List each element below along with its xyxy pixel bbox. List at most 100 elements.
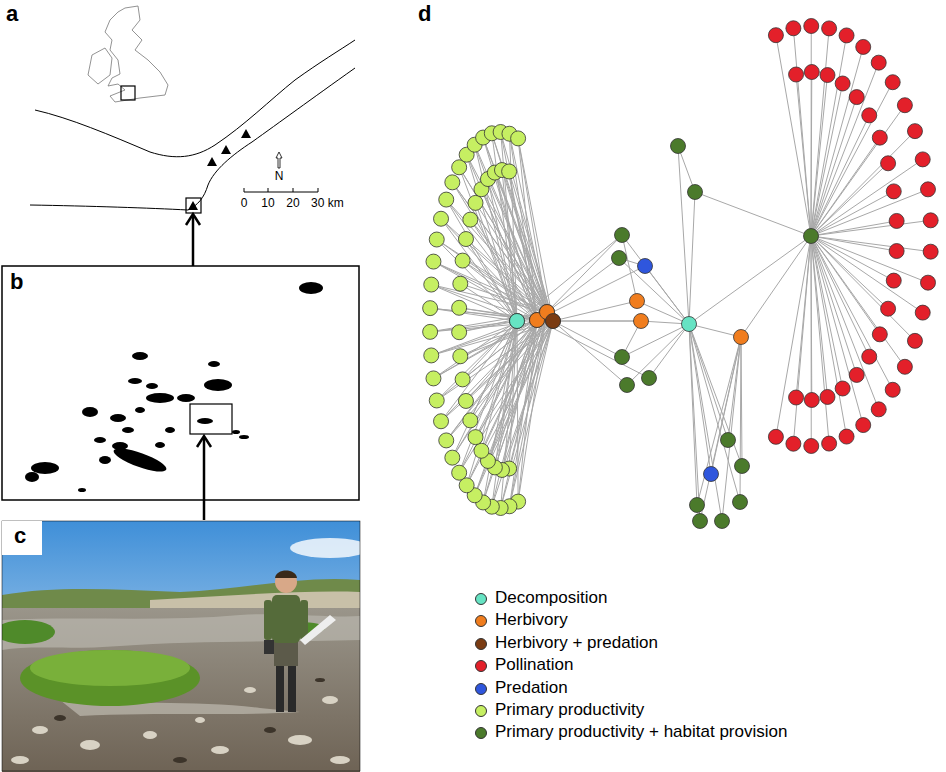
network-link (518, 138, 553, 321)
species-node (468, 430, 483, 445)
network-link (811, 236, 843, 389)
species-node (897, 98, 912, 113)
species-node (839, 429, 854, 444)
species-node (474, 443, 489, 458)
species-node (862, 108, 877, 123)
network-link (470, 321, 517, 420)
network-link (431, 285, 517, 321)
species-node (804, 19, 819, 34)
network-link (811, 236, 827, 397)
network-link (476, 203, 547, 312)
network-link (811, 236, 879, 409)
species-node (445, 175, 460, 190)
network-link (811, 236, 813, 400)
network-link (459, 321, 517, 332)
species-node (733, 495, 748, 510)
species-node (453, 349, 468, 364)
species-node (546, 314, 561, 329)
network-link (470, 220, 537, 320)
network-link (509, 321, 553, 506)
species-node (872, 130, 887, 145)
species-node (822, 436, 837, 451)
species-node (463, 212, 478, 227)
field-photo (2, 521, 360, 772)
network-link (811, 163, 888, 236)
network-link (483, 138, 553, 321)
species-node (615, 350, 630, 365)
species-node (915, 305, 930, 320)
network-link (509, 171, 553, 321)
network-link (627, 324, 689, 385)
species-node (620, 378, 635, 393)
site-marker (221, 145, 231, 154)
species-node (804, 65, 819, 80)
species-node (704, 467, 719, 482)
species-node (856, 39, 871, 54)
species-node (735, 459, 750, 474)
network-link (509, 171, 537, 320)
species-node (835, 76, 850, 91)
scale-label: 20 (286, 197, 299, 210)
species-node (881, 156, 896, 171)
species-node (820, 389, 835, 404)
network-link (466, 320, 537, 401)
species-node (434, 211, 449, 226)
species-node (804, 438, 819, 453)
network-link (811, 115, 869, 236)
network-link (476, 320, 537, 437)
species-node (920, 182, 935, 197)
species-node (445, 450, 460, 465)
species-node (638, 259, 653, 274)
species-node (768, 28, 783, 43)
species-node (426, 371, 441, 386)
species-node (510, 314, 525, 329)
species-node (907, 124, 922, 139)
species-node (923, 244, 938, 259)
species-node (897, 359, 912, 374)
network-link (492, 133, 553, 321)
species-node (612, 251, 627, 266)
species-node (424, 348, 439, 363)
species-node (822, 21, 837, 36)
site-marker (207, 157, 217, 166)
photo-frame (2, 521, 360, 771)
network-link (793, 28, 811, 236)
network-link (811, 26, 812, 236)
species-node (453, 276, 468, 291)
species-node (856, 418, 871, 433)
species-node (452, 465, 467, 480)
network-link (622, 235, 637, 301)
species-node (789, 67, 804, 82)
panel-frame (2, 266, 359, 500)
species-node (862, 349, 877, 364)
network-link (537, 266, 645, 320)
network-link (811, 189, 928, 236)
network-link (622, 324, 689, 357)
species-node (849, 367, 864, 382)
species-node (871, 55, 886, 70)
network-link (460, 320, 537, 356)
species-node (804, 392, 819, 407)
network-link (811, 63, 879, 236)
network-link (689, 324, 740, 502)
panel-label: a (6, 2, 18, 26)
coastline (30, 68, 355, 210)
network-link (740, 337, 741, 502)
scale-label: 0 (241, 197, 248, 210)
species-node (690, 498, 705, 513)
species-node (721, 433, 736, 448)
species-node (634, 314, 649, 329)
species-node (642, 371, 657, 386)
network-link (689, 192, 695, 324)
species-node (502, 164, 517, 179)
network-link (811, 236, 905, 367)
species-node (463, 413, 478, 428)
network-link (711, 337, 741, 474)
legend-text: Decomposition (495, 589, 607, 608)
species-node (923, 213, 938, 228)
legend-swatch (475, 727, 487, 739)
species-node (734, 330, 749, 345)
network-link (722, 337, 741, 521)
